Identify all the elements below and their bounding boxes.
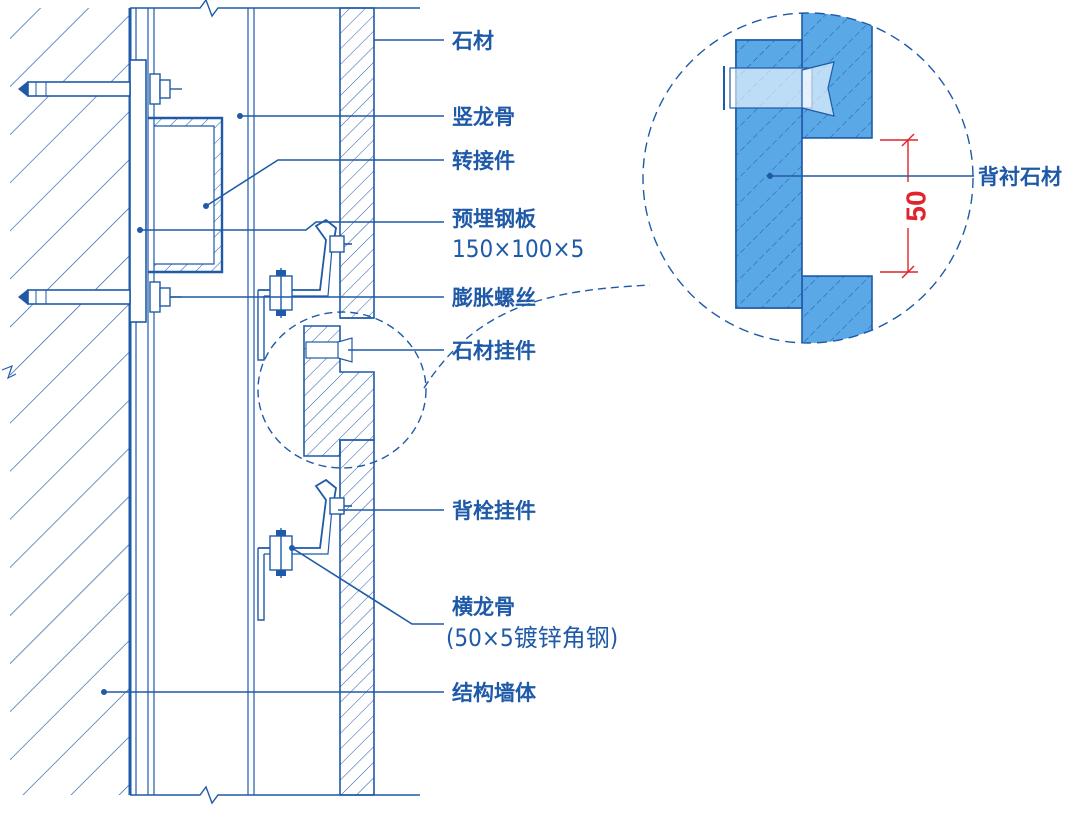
label-vertical-keel: 竖龙骨 [452,105,515,129]
adapter-piece [148,116,224,274]
label-horizontal-keel-spec: (50×5镀锌角钢) [446,624,618,652]
embedded-steel-plate [129,59,147,323]
detail-circle-small [257,311,427,469]
label-expansion-bolt: 膨胀螺丝 [452,286,536,310]
upper-hanger-assembly [257,218,352,361]
label-embedded-plate: 预埋钢板 [452,207,537,231]
label-embedded-plate-size: 150×100×5 [452,235,584,263]
label-horizontal-keel: 横龙骨 [452,595,515,619]
leader-dots [101,113,773,695]
zoom-detail [642,12,974,344]
break-lines [130,0,420,805]
expansion-bolt-upper [18,73,182,105]
label-back-lining-stone: 背衬石材 [978,165,1062,189]
label-stone-hanger: 石材挂件 [451,339,536,363]
dimension-50: 50 [880,133,931,279]
label-stone: 石材 [451,29,494,53]
expansion-bolt-lower [18,281,182,313]
detail-connector [423,284,651,389]
lower-hanger-assembly [257,478,352,621]
label-back-bolt-hanger: 背栓挂件 [452,499,536,523]
stone-panel [303,7,375,796]
label-adapter: 转接件 [452,149,515,173]
leader-lines [104,39,974,693]
vertical-keel [147,8,255,795]
structural-wall [1,8,137,795]
dimension-value: 50 [900,190,931,221]
label-structural-wall: 结构墙体 [452,681,537,705]
